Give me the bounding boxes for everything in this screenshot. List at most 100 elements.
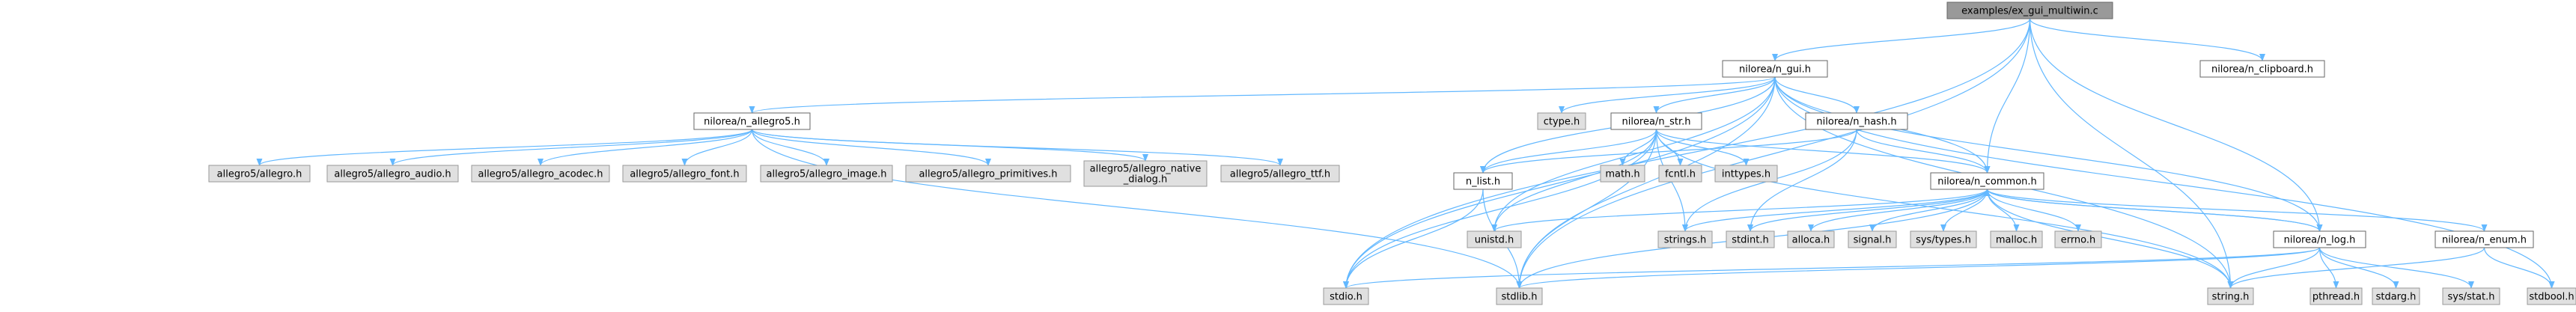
node-label-a_ttf: allegro5/allegro_ttf.h [1230, 169, 1330, 180]
node-systypes: sys/types.h [1910, 230, 1977, 248]
node-label-pthread: pthread.h [2312, 292, 2360, 303]
node-label-a_acodec: allegro5/allegro_acodec.h [478, 169, 603, 180]
node-box-stdlib [1496, 287, 1543, 305]
edge-str-to-string [1655, 129, 2234, 289]
node-label-unistd: unistd.h [1475, 235, 1514, 246]
edge-str-to-common [1655, 129, 1991, 174]
node-errno: errno.h [2054, 230, 2102, 248]
node-box-a_native [1083, 160, 1208, 187]
edge-allegro5-to-a_ttf [751, 129, 1283, 166]
node-list[interactable]: n_list.h [1453, 172, 1513, 190]
edge-log-to-pthread [2318, 247, 2339, 289]
node-gui[interactable]: nilorea/n_gui.h [1722, 60, 1828, 78]
edge-common-to-enum [1986, 189, 2488, 232]
edge-allegro5-to-a_acodec [538, 129, 753, 166]
node-box-hash [1805, 112, 1908, 130]
edge-common-to-malloc [1986, 189, 2020, 232]
node-a_font: allegro5/allegro_font.h [622, 165, 747, 183]
edge-log-to-common [1984, 189, 2321, 232]
edge-str-to-inttypes [1655, 129, 1750, 166]
node-root[interactable]: examples/ex_gui_multiwin.c [1946, 1, 2113, 19]
node-box-a_acodec [471, 165, 610, 183]
node-common[interactable]: nilorea/n_common.h [1930, 172, 2044, 190]
node-box-root [1946, 1, 2113, 19]
node-string: string.h [2207, 287, 2254, 305]
edge-gui-to-ctype [1559, 76, 1776, 114]
node-label-a_native-line-1: _dialog.h [1123, 174, 1168, 186]
edge-allegro5-to-a_allegro [256, 129, 753, 166]
edge-common-to-string [1986, 189, 2234, 289]
edge-enum-to-string [2227, 247, 2485, 289]
node-a_allegro: allegro5/allegro.h [208, 165, 311, 183]
edge-str-to-stdlib [1516, 129, 1657, 289]
node-a_prim: allegro5/allegro_primitives.h [905, 165, 1071, 183]
node-box-a_allegro [208, 165, 311, 183]
node-box-enum [2435, 230, 2534, 248]
node-clipboard[interactable]: nilorea/n_clipboard.h [2199, 60, 2325, 78]
edge-log-to-string [2227, 247, 2321, 289]
node-label-common: nilorea/n_common.h [1937, 177, 2037, 188]
node-box-stdarg [2372, 287, 2420, 305]
node-a_native: allegro5/allegro_native_dialog.h [1083, 160, 1208, 187]
edge-allegro5-to-a_font [681, 129, 753, 166]
edge-allegro5-to-stdlib [751, 129, 1523, 289]
node-box-strings [1657, 230, 1713, 248]
node-label-a_allegro: allegro5/allegro.h [217, 169, 302, 180]
node-box-a_font [622, 165, 747, 183]
node-log[interactable]: nilorea/n_log.h [2273, 230, 2366, 248]
node-str[interactable]: nilorea/n_str.h [1610, 112, 1702, 130]
node-alloca: alloca.h [1787, 230, 1835, 248]
node-enum[interactable]: nilorea/n_enum.h [2435, 230, 2534, 248]
node-box-string [2207, 287, 2254, 305]
edge-root-to-stdlib [1516, 18, 2031, 289]
node-sysstat: sys/stat.h [2442, 287, 2500, 305]
edge-log-to-stdio [1343, 247, 2321, 289]
node-label-stdlib: stdlib.h [1502, 292, 1538, 303]
edge-common-to-errno [1986, 189, 2081, 232]
node-a_ttf: allegro5/allegro_ttf.h [1220, 165, 1340, 183]
node-box-fcntl [1658, 165, 1702, 183]
edge-gui-to-str [1653, 76, 1776, 114]
node-label-errno: errno.h [2061, 235, 2096, 246]
node-box-sysstat [2442, 287, 2500, 305]
edge-str-to-list [1480, 129, 1657, 174]
edge-common-to-unistd [1491, 189, 1988, 232]
node-unistd: unistd.h [1467, 230, 1522, 248]
node-box-signal [1848, 230, 1897, 248]
node-label-math: math.h [1605, 169, 1639, 180]
edge-gui-to-hash [1774, 76, 1860, 114]
edge-root-to-clipboard [2029, 18, 2265, 61]
node-label-hash: nilorea/n_hash.h [1816, 117, 1896, 128]
edge-list-to-stdio [1343, 189, 1484, 289]
node-fcntl: fcntl.h [1658, 165, 1702, 183]
edge-enum-to-stdbool [2483, 247, 2555, 289]
node-label-a_font: allegro5/allegro_font.h [630, 169, 739, 180]
edge-hash-to-list [1480, 129, 1857, 174]
node-ctype: ctype.h [1537, 112, 1586, 130]
edge-log-to-stdlib [1516, 247, 2321, 289]
node-label-a_audio: allegro5/allegro_audio.h [334, 169, 451, 180]
edge-allegro5-to-a_image [751, 129, 829, 166]
edge-gui-to-stdbool [1774, 76, 2555, 289]
node-stdbool: stdbool.h [2527, 287, 2576, 305]
node-strings: strings.h [1657, 230, 1713, 248]
node-box-allegro5 [693, 112, 811, 130]
node-label-a_native-line-0: allegro5/allegro_native [1090, 164, 1202, 175]
node-stdio: stdio.h [1323, 287, 1369, 305]
node-label-allegro5: nilorea/n_allegro5.h [704, 117, 800, 128]
node-label-signal: signal.h [1854, 235, 1892, 246]
node-box-stdio [1323, 287, 1369, 305]
node-label-a_image: allegro5/allegro_image.h [767, 169, 887, 180]
edge-gui-to-unistd [1491, 76, 1776, 232]
node-hash[interactable]: nilorea/n_hash.h [1805, 112, 1908, 130]
edge-common-to-stdint [1747, 189, 1988, 232]
node-label-enum: nilorea/n_enum.h [2442, 235, 2527, 246]
node-label-log: nilorea/n_log.h [2284, 235, 2356, 246]
node-allegro5[interactable]: nilorea/n_allegro5.h [693, 112, 811, 130]
node-stdarg: stdarg.h [2372, 287, 2420, 305]
edge-root-to-string [2029, 18, 2234, 289]
node-box-common [1930, 172, 2044, 190]
node-label-ctype: ctype.h [1544, 117, 1580, 128]
node-label-inttypes: inttypes.h [1722, 169, 1770, 180]
node-label-stdarg: stdarg.h [2376, 292, 2417, 303]
